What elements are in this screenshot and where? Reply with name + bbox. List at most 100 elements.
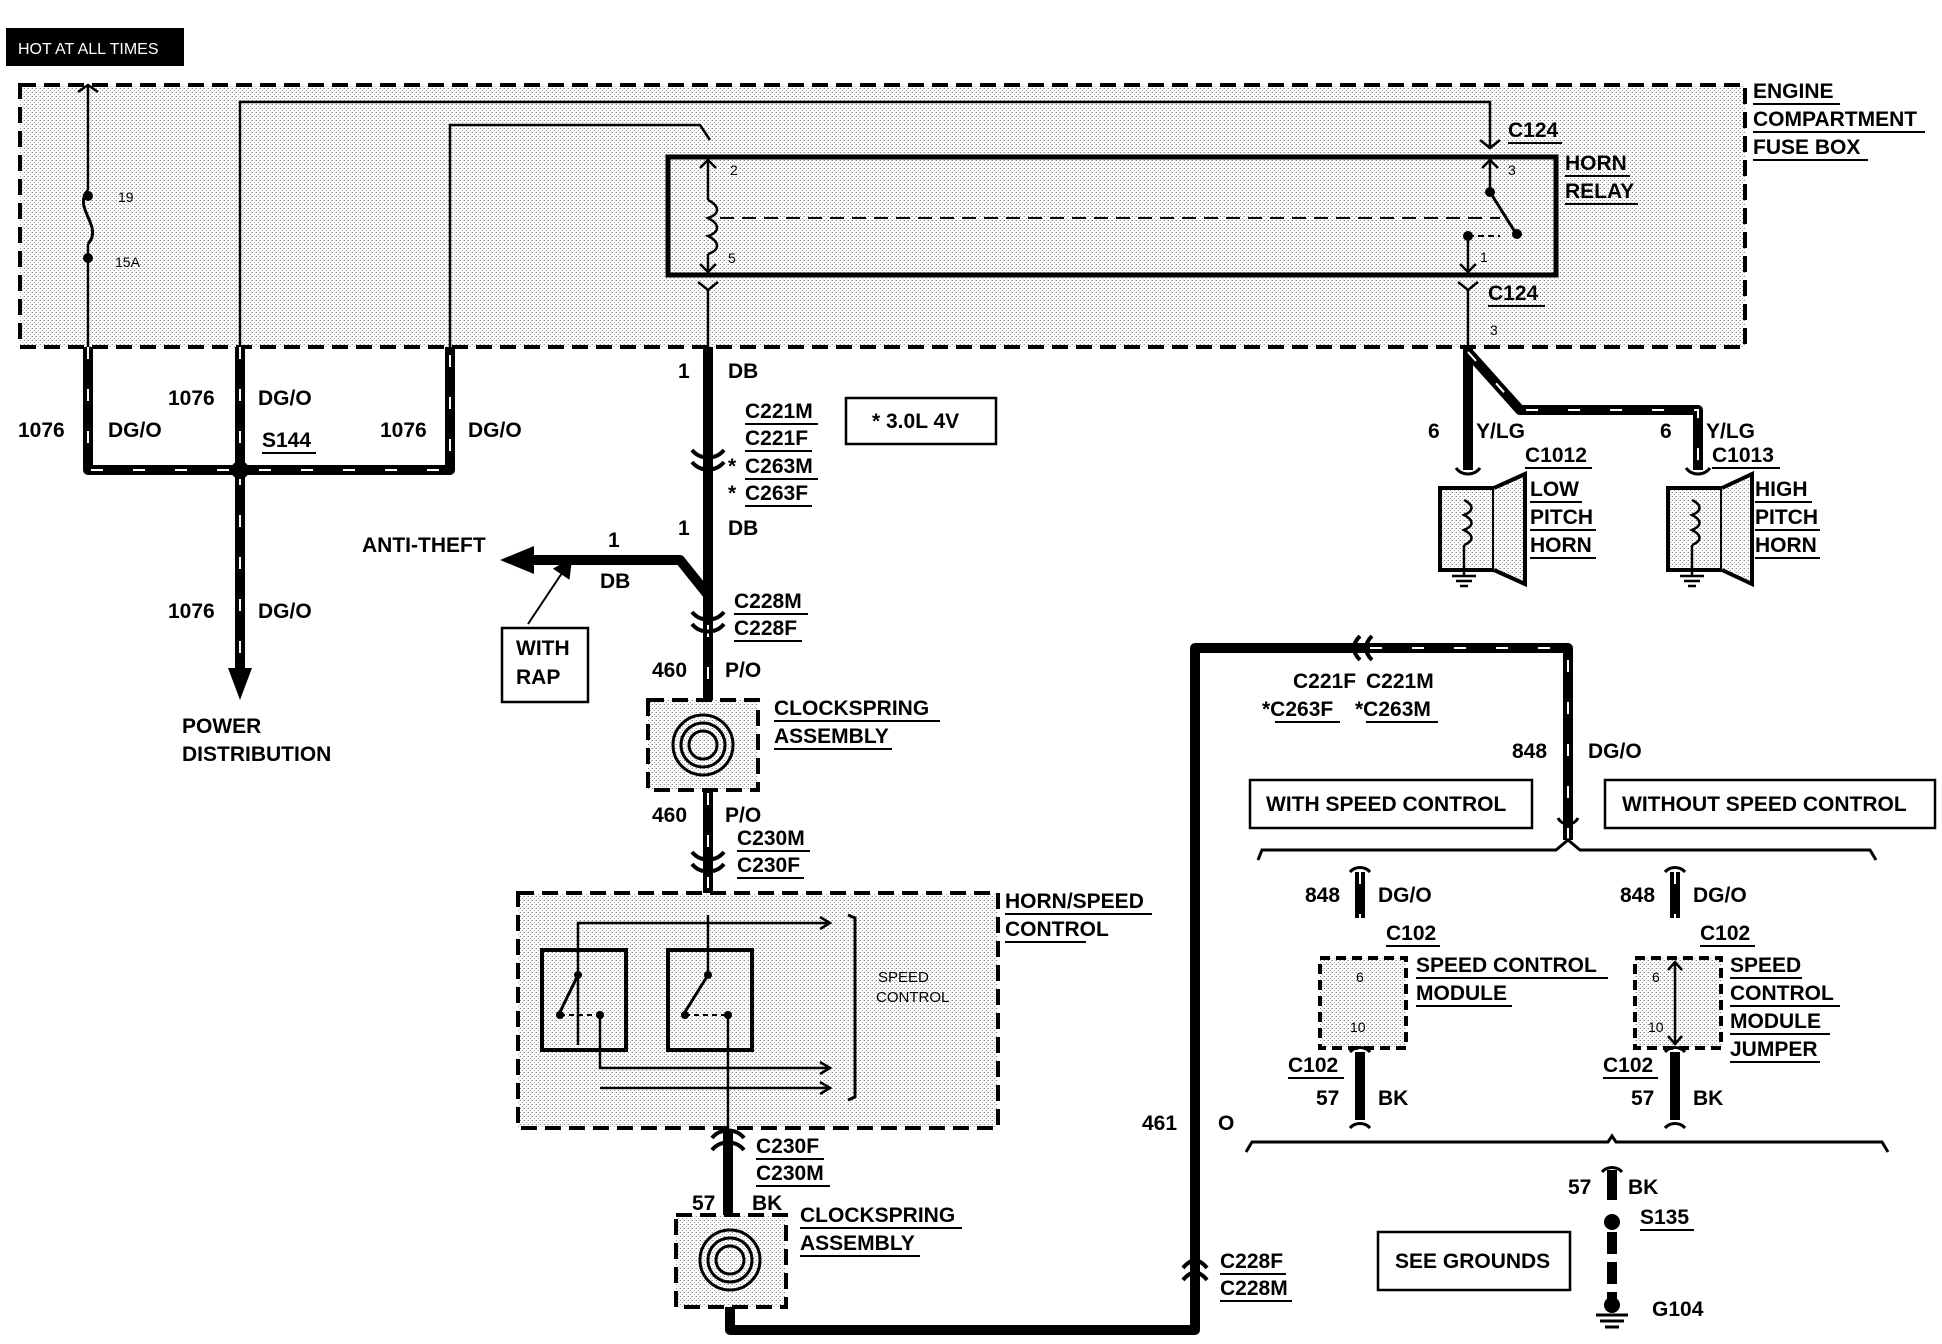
horn-wires bbox=[1454, 347, 1712, 476]
horn-relay-box bbox=[665, 154, 1559, 278]
with-speed-control-label: WITH SPEED CONTROL bbox=[1266, 793, 1507, 816]
po-circuit-2: 460 bbox=[652, 804, 687, 827]
scm-conn-bottom: C102 bbox=[1288, 1054, 1338, 1077]
feed-labels: 1076 DG/O 1076 DG/O 1076 DG/O S144 1076 … bbox=[18, 387, 522, 766]
star-2: * bbox=[728, 482, 737, 505]
sc-color: DG/O bbox=[1588, 740, 1642, 763]
conn-c230f-top: C230F bbox=[737, 854, 800, 877]
high-horn-title-1: HIGH bbox=[1755, 478, 1808, 501]
scm-gnd-color: BK bbox=[1378, 1087, 1408, 1110]
engine-fuse-box bbox=[18, 83, 1747, 349]
sc-conn-c221m: C221M bbox=[1366, 670, 1434, 693]
return-wire: 461 O C228F C228M bbox=[725, 634, 1580, 1335]
anti-theft-label: ANTI-THEFT bbox=[362, 534, 486, 557]
conn-c221f: C221F bbox=[745, 427, 808, 450]
anti-theft-branch: ANTI-THEFT 1 DB WITH RAP bbox=[362, 529, 712, 704]
bk-circuit: 57 bbox=[692, 1192, 715, 1215]
engine-note-text: * 3.0L 4V bbox=[872, 410, 959, 433]
db-pin-top: 1 bbox=[678, 360, 690, 383]
scm-conn-top: C102 bbox=[1386, 922, 1436, 945]
ground-circuit: 57 BK S135 G104 SEE GROUNDS bbox=[1376, 1166, 1704, 1329]
feed-right-color: DG/O bbox=[468, 419, 522, 442]
low-horn-pin: 6 bbox=[1428, 420, 1440, 443]
relay-pin-2: 2 bbox=[730, 162, 738, 178]
horn-relay-title-2: RELAY bbox=[1565, 180, 1634, 203]
scmj-conn-top: C102 bbox=[1700, 922, 1750, 945]
c124-top-connector bbox=[1479, 139, 1501, 150]
conn-c228f-top: C228F bbox=[734, 617, 797, 640]
c124-bottom-pin: 3 bbox=[1490, 322, 1498, 338]
scm-pin-10: 10 bbox=[1350, 1019, 1366, 1035]
conn-c263m: C263M bbox=[745, 455, 813, 478]
feed-wires bbox=[83, 347, 455, 700]
speed-control-inner-2: CONTROL bbox=[876, 989, 949, 1006]
scm-circuit: 848 bbox=[1305, 884, 1340, 907]
scmj-circuit: 848 bbox=[1620, 884, 1655, 907]
high-horn-title-3: HORN bbox=[1755, 534, 1817, 557]
sc-conn-c263m: *C263M bbox=[1355, 698, 1431, 721]
high-pitch-horn: 6 Y/LG C1013 HIGH PITCH HORN bbox=[1660, 420, 1820, 588]
splice-s135: S135 bbox=[1640, 1206, 1689, 1229]
db-color-top: DB bbox=[728, 360, 758, 383]
clockspring-top-title-2: ASSEMBLY bbox=[774, 725, 889, 748]
clockspring-bottom-title-2: ASSEMBLY bbox=[800, 1232, 915, 1255]
return-color: O bbox=[1218, 1112, 1234, 1135]
fuse-top-arrow bbox=[77, 83, 99, 94]
hot-at-all-times-badge: HOT AT ALL TIMES bbox=[6, 28, 184, 66]
fuse-box-title: ENGINE COMPARTMENT FUSE BOX bbox=[1753, 80, 1925, 161]
scmj-gnd-circuit: 57 bbox=[1631, 1087, 1654, 1110]
horn-speed-control: SPEED CONTROL HORN/SPEED CONTROL bbox=[516, 890, 1152, 1130]
po-circuit-1: 460 bbox=[652, 659, 687, 682]
high-horn-connector: C1013 bbox=[1712, 444, 1774, 467]
conn-c228m-top: C228M bbox=[734, 590, 802, 613]
clockspring-top-title-1: CLOCKSPRING bbox=[774, 697, 929, 720]
horn-relay-title-1: HORN bbox=[1565, 152, 1627, 175]
power-distribution-2: DISTRIBUTION bbox=[182, 743, 331, 766]
fuse-box-title-3: FUSE BOX bbox=[1753, 136, 1860, 159]
db-pin-mid: 1 bbox=[678, 517, 690, 540]
scmj-conn-bottom: C102 bbox=[1603, 1054, 1653, 1077]
speed-control-labels: C221F C221M *C263F *C263M 848 DG/O WITH … bbox=[1244, 670, 1937, 1153]
gnd-circuit: 57 bbox=[1568, 1176, 1591, 1199]
engine-note: * 3.0L 4V bbox=[844, 396, 998, 446]
horn-relay-title: HORN RELAY bbox=[1565, 152, 1638, 205]
scmj-title-2: CONTROL bbox=[1730, 982, 1834, 1005]
scm-title-2: MODULE bbox=[1416, 982, 1507, 1005]
ground-g104: G104 bbox=[1652, 1298, 1704, 1321]
trace-coil-feed bbox=[448, 123, 712, 347]
c124-top-label: C124 bbox=[1508, 119, 1559, 142]
fuse-number: 19 bbox=[118, 189, 134, 205]
relay-pin-3: 3 bbox=[1508, 162, 1516, 178]
feed-down-circuit: 1076 bbox=[168, 600, 215, 623]
po-color-2: P/O bbox=[725, 804, 761, 827]
clockspring-bottom-title-1: CLOCKSPRING bbox=[800, 1204, 955, 1227]
po-color-1: P/O bbox=[725, 659, 761, 682]
feed-left-circuit: 1076 bbox=[18, 419, 65, 442]
low-pitch-horn: 6 Y/LG C1012 LOW PITCH HORN bbox=[1428, 420, 1596, 588]
with-rap-1: WITH bbox=[516, 637, 570, 660]
fuse-box-title-2: COMPARTMENT bbox=[1753, 108, 1917, 131]
feed-right-circuit: 1076 bbox=[380, 419, 427, 442]
main-wire bbox=[690, 347, 746, 1225]
low-horn-title-2: PITCH bbox=[1530, 506, 1593, 529]
scmj-pin-6: 6 bbox=[1652, 969, 1660, 985]
anti-theft-pin: 1 bbox=[608, 529, 620, 552]
high-horn-pin: 6 bbox=[1660, 420, 1672, 443]
horn-speed-title-2: CONTROL bbox=[1005, 918, 1109, 941]
gnd-color: BK bbox=[1628, 1176, 1658, 1199]
horn-speed-title-1: HORN/SPEED bbox=[1005, 890, 1144, 913]
return-circuit: 461 bbox=[1142, 1112, 1177, 1135]
conn-c230m-bottom: C230M bbox=[756, 1162, 824, 1185]
scmj-title-4: JUMPER bbox=[1730, 1038, 1818, 1061]
speed-control-module: 6 10 848 DG/O C102 SPEED CONTROL MODULE … bbox=[1288, 866, 1608, 1130]
main-wire-labels: 1 DB C221M C221F * C263M * C263F 1 DB C2… bbox=[652, 360, 830, 1215]
clockspring-assembly-top: CLOCKSPRING ASSEMBLY bbox=[646, 697, 940, 792]
fuse-19: 19 15A bbox=[81, 85, 141, 347]
c124-bottom-label: C124 bbox=[1488, 282, 1539, 305]
power-distribution-1: POWER bbox=[182, 715, 261, 738]
scmj-color: DG/O bbox=[1693, 884, 1747, 907]
trace-relay-feed bbox=[238, 100, 1492, 347]
without-speed-control-label: WITHOUT SPEED CONTROL bbox=[1622, 793, 1907, 816]
with-rap-2: RAP bbox=[516, 666, 560, 689]
scm-title-1: SPEED CONTROL bbox=[1416, 954, 1597, 977]
